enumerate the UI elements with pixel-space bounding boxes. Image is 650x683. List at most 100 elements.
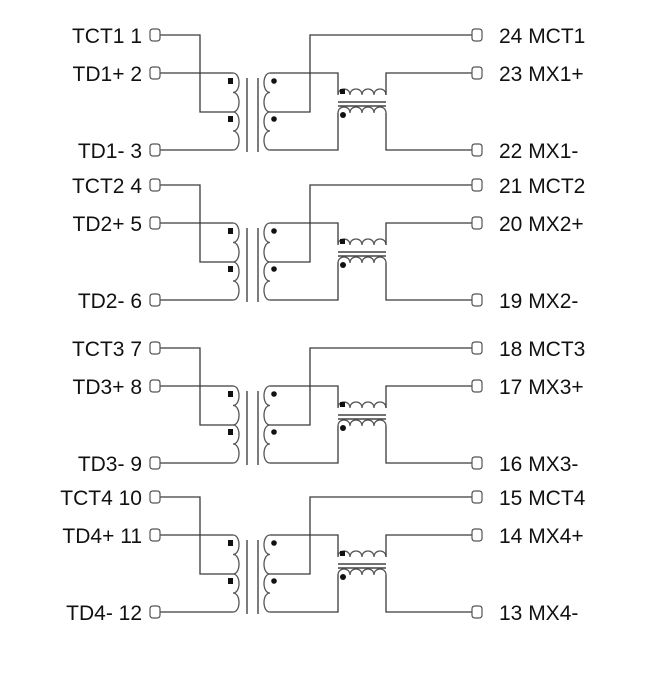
polarity-dot: [271, 540, 277, 546]
right-pin-13: [471, 605, 483, 619]
choke-input-negative-wire: [270, 113, 339, 151]
polarity-dot: [271, 578, 277, 584]
left-pin-label: TD1+ 2: [73, 63, 142, 86]
secondary-winding-upper: [263, 385, 271, 426]
choke-input-positive-wire: [270, 385, 339, 408]
left-pin-label: TD2- 6: [78, 290, 142, 313]
secondary-winding-lower: [263, 424, 271, 464]
left-pin-label: TD4+ 11: [62, 525, 142, 548]
left-pin-label: TD4- 12: [66, 602, 142, 625]
right-pin-22: [471, 143, 483, 157]
right-pin-19: [471, 293, 483, 307]
choke-winding-upper: [337, 550, 387, 558]
left-pin-5: [149, 216, 161, 230]
choke-input-positive-wire: [270, 72, 339, 95]
polarity-dot: [228, 540, 233, 546]
polarity-dot: [340, 574, 346, 580]
choke-winding-upper: [337, 88, 387, 96]
choke-winding-upper: [337, 401, 387, 409]
polarity-dot: [271, 78, 277, 84]
polarity-dot: [228, 266, 233, 272]
polarity-dot: [340, 551, 345, 556]
choke-winding-lower: [337, 419, 387, 427]
right-pin-label: 21 MCT2: [499, 175, 585, 198]
left-pin-6: [149, 293, 161, 307]
choke-output-positive-wire: [385, 385, 472, 408]
right-pin-label: 13 MX4-: [499, 602, 578, 625]
polarity-dot: [228, 116, 233, 122]
left-pin-4: [149, 178, 161, 192]
polarity-dot: [340, 425, 346, 431]
left-pin-10: [149, 490, 161, 504]
primary-winding-upper: [232, 534, 240, 575]
choke-output-positive-wire: [385, 222, 472, 245]
choke-output-negative-wire: [385, 426, 472, 464]
polarity-dot: [271, 429, 277, 435]
secondary-winding-lower: [263, 261, 271, 301]
polarity-dot: [271, 228, 277, 234]
choke-output-negative-wire: [385, 263, 472, 301]
polarity-dot: [228, 228, 233, 234]
secondary-winding-lower: [263, 573, 271, 613]
polarity-dot: [340, 402, 345, 407]
primary-winding-lower: [232, 573, 240, 613]
polarity-dot: [340, 262, 346, 268]
left-pin-3: [149, 143, 161, 157]
polarity-dot: [271, 116, 277, 122]
left-pin-12: [149, 605, 161, 619]
right-pin-label: 17 MX3+: [499, 376, 584, 399]
channel-4: TCT4 10 TD4+ 11 TD4- 12 15 MCT4 14 MX4+ 13 MX…: [60, 487, 585, 625]
right-pin-label: 18 MCT3: [499, 338, 585, 361]
primary-winding-upper: [232, 72, 240, 113]
left-pin-label: TD2+ 5: [73, 213, 142, 236]
right-pin-label: 22 MX1-: [499, 140, 578, 163]
right-pin-24: [471, 28, 483, 42]
polarity-dot: [340, 89, 345, 94]
left-pin-label: TCT2 4: [72, 175, 142, 198]
secondary-winding-upper: [263, 534, 271, 575]
left-pin-label: TCT4 10: [60, 487, 142, 510]
left-pin-7: [149, 341, 161, 355]
primary-winding-upper: [232, 222, 240, 263]
left-pin-label: TD3+ 8: [73, 376, 142, 399]
choke-input-positive-wire: [270, 534, 339, 557]
primary-winding-lower: [232, 424, 240, 464]
choke-winding-lower: [337, 568, 387, 576]
left-pin-2: [149, 66, 161, 80]
choke-winding-lower: [337, 106, 387, 114]
left-pin-label: TD1- 3: [78, 140, 142, 163]
choke-input-negative-wire: [270, 426, 339, 464]
right-pin-15: [471, 490, 483, 504]
left-pin-11: [149, 528, 161, 542]
right-pin-label: 15 MCT4: [499, 487, 586, 510]
polarity-dot: [271, 266, 277, 272]
choke-input-negative-wire: [270, 263, 339, 301]
right-pin-label: 19 MX2-: [499, 290, 578, 313]
right-pin-20: [471, 216, 483, 230]
choke-output-positive-wire: [385, 534, 472, 557]
secondary-winding-upper: [263, 222, 271, 263]
choke-input-negative-wire: [270, 575, 339, 613]
polarity-dot: [340, 239, 345, 244]
right-pin-label: 14 MX4+: [499, 525, 584, 548]
secondary-winding-upper: [263, 72, 271, 113]
right-pin-23: [471, 66, 483, 80]
choke-output-positive-wire: [385, 72, 472, 95]
right-pin-16: [471, 456, 483, 470]
choke-output-negative-wire: [385, 113, 472, 151]
left-pin-label: TCT1 1: [72, 25, 142, 48]
primary-winding-lower: [232, 111, 240, 151]
left-pin-1: [149, 28, 161, 42]
choke-winding-upper: [337, 238, 387, 246]
polarity-dot: [228, 578, 233, 584]
choke-output-negative-wire: [385, 575, 472, 613]
secondary-winding-lower: [263, 111, 271, 151]
right-pin-17: [471, 379, 483, 393]
primary-winding-upper: [232, 385, 240, 426]
choke-winding-lower: [337, 256, 387, 264]
polarity-dot: [228, 391, 233, 397]
